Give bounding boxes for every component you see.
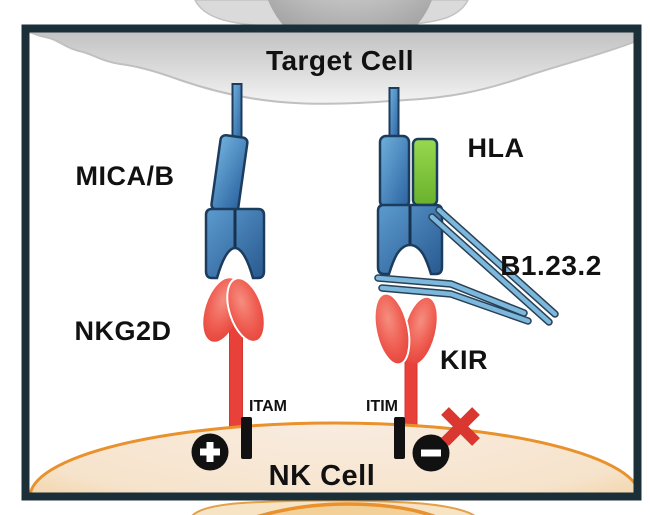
hla-stalk [388,87,400,141]
nk-cell-membrane [28,421,638,497]
nk-cell-outer-body [191,499,476,515]
kir-lobe-right [403,297,437,365]
mica-b-label: MICA/B [76,161,175,191]
itam-label: ITAM [249,398,287,415]
b1232-label: B1.23.2 [500,250,602,281]
diagram-frame-border [21,24,642,501]
target-cell-interior [28,31,635,105]
kir-lobe-left [373,292,411,366]
itim-motif-bar [394,417,405,459]
mica-b-stalk [231,83,243,143]
mica-b-ligand [204,83,266,280]
nk-cell-membrane-group [28,421,638,497]
itim-label: ITIM [366,398,398,415]
itam-motif-bar [241,417,252,459]
target-cell-label: Target Cell [266,45,414,76]
target-cell-nucleus [268,0,432,29]
hla-label: HLA [468,133,525,163]
nk-cell-label: NK Cell [269,460,376,492]
nkg2d-lobe-right [226,277,266,343]
kir-receptor [373,292,437,451]
minus-icon [412,434,450,472]
inhibition-x-icon [441,407,480,446]
nk-cell-nucleus [256,502,436,515]
plus-icon [191,433,229,471]
antibody-fill [375,207,558,325]
b1232-antibody [374,206,559,326]
hla-peptide-domain [411,137,439,207]
hla-heavy-chain-domain [378,134,411,209]
nkg2d-receptor [203,277,266,447]
kir-label: KIR [440,345,488,375]
hla-ligand [376,87,444,276]
nkg2d-label: NKG2D [74,316,171,346]
mica-b-upper-domain [210,133,249,214]
